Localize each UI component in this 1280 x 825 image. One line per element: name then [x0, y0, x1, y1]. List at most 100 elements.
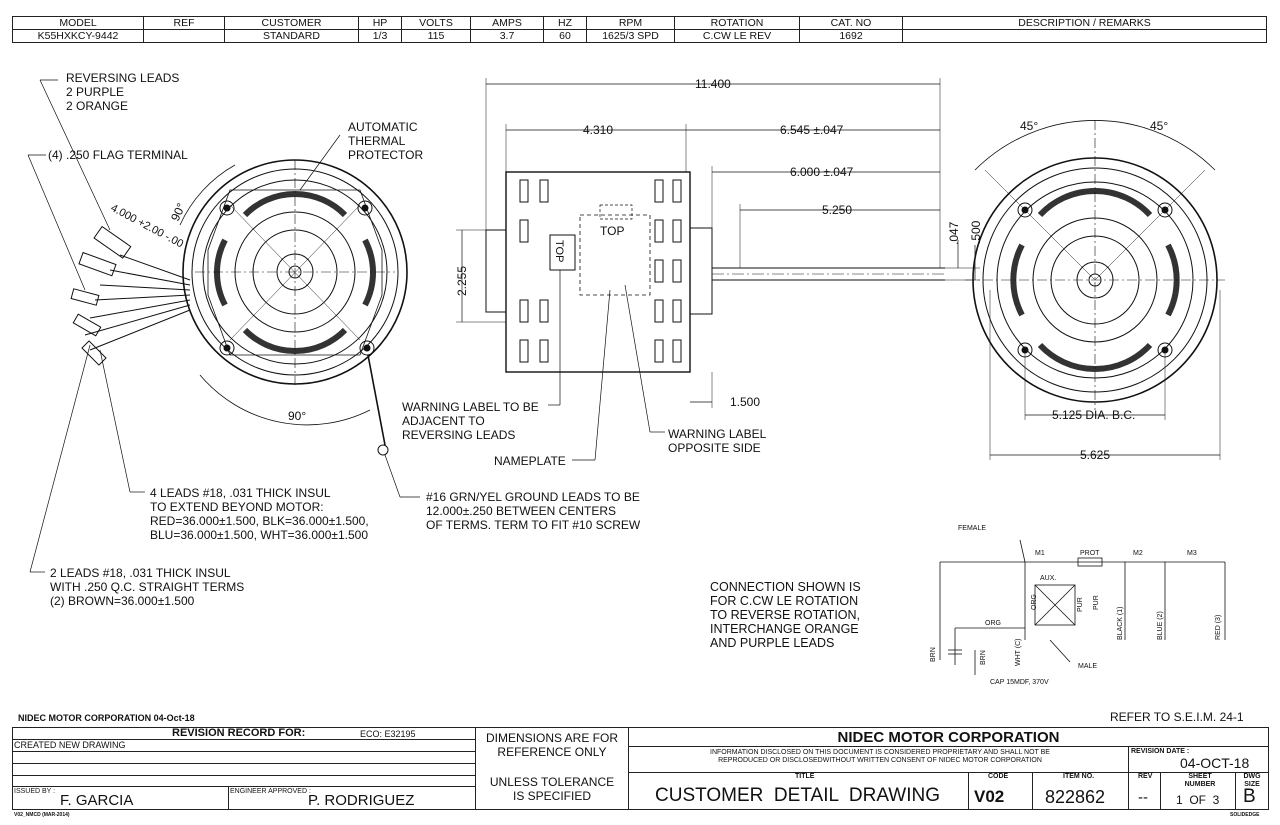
title-divider-3 [1128, 746, 1129, 810]
spec-customer: STANDARD [224, 29, 359, 43]
eco-number: ECO: E32195 [360, 729, 416, 739]
form-number: V02_NMCD (MAR-2014) [14, 812, 70, 818]
revision-date-label: REVISION DATE : [1131, 748, 1190, 755]
footer-refer: REFER TO S.E.I.M. 24-1 [1110, 710, 1244, 724]
footer-company-date: NIDEC MOTOR CORPORATION 04-Oct-18 [18, 713, 195, 723]
title-divider-4 [628, 772, 1269, 773]
note-warning-label: WARNING LABEL TO BE ADJACENT TO REVERSIN… [402, 400, 539, 442]
dim-overall: 11.400 [695, 77, 731, 91]
spec-catno: 1692 [799, 29, 903, 43]
side-view [456, 78, 980, 461]
note-nameplate: NAMEPLATE [494, 454, 566, 468]
note-two-leads: 2 LEADS #18, .031 THICK INSUL WITH .250 … [50, 566, 245, 608]
spec-model: K55HXKCY-9442 [12, 29, 144, 43]
revision-divider-2 [12, 751, 476, 752]
title-divider-6 [1032, 772, 1033, 810]
revision-created: CREATED NEW DRAWING [14, 740, 126, 750]
title-divider-8 [1235, 772, 1236, 810]
wire-cap: CAP 15MDF, 370V [990, 679, 1049, 686]
dwg-size: B [1243, 786, 1256, 807]
angle-45-left: 45° [1020, 119, 1038, 133]
dim-1500: 1.500 [730, 395, 760, 409]
spec-amps: 3.7 [470, 29, 544, 43]
wire-brn-2: BRN [980, 650, 987, 665]
left-end-view [27, 79, 420, 573]
revision-block [12, 727, 476, 810]
title-label: TITLE [795, 773, 815, 780]
note-reversing-leads: REVERSING LEADS 2 PURPLE 2 ORANGE [66, 71, 180, 113]
top-label-nameplate: TOP [600, 224, 624, 238]
engineer-label: ENGINEER APPROVED : [230, 788, 311, 795]
code-label: CODE [988, 773, 1009, 780]
code-value: V02 [974, 787, 1005, 806]
revision-divider-6 [228, 786, 229, 810]
wire-red: RED (3) [1215, 615, 1222, 640]
revision-divider-4 [12, 775, 476, 776]
title-divider-5 [968, 772, 969, 810]
wire-male: MALE [1078, 663, 1097, 670]
wire-org: ORG [985, 620, 1001, 627]
drawing-title: CUSTOMER DETAIL DRAWING [655, 785, 941, 806]
spec-rotation: C.CW LE REV [674, 29, 800, 43]
dim-6000: 6.000 ±.047 [790, 165, 854, 179]
dim-5625: 5.625 [1080, 448, 1110, 462]
company-name: NIDEC MOTOR CORPORATION [837, 729, 1060, 746]
angle-45-right: 45° [1150, 119, 1168, 133]
wire-aux: AUX. [1040, 575, 1056, 582]
issued-by-name: F. GARCIA [60, 792, 134, 809]
wire-m3: M3 [1187, 550, 1197, 557]
note-four-leads: 4 LEADS #18, .031 THICK INSUL TO EXTEND … [150, 486, 369, 542]
wire-blue: BLUE (2) [1157, 611, 1164, 640]
tolerance-note: UNLESS TOLERANCE IS SPECIFIED [489, 775, 615, 803]
revision-divider-1 [12, 739, 476, 740]
issued-by-label: ISSUED BY : [14, 788, 56, 795]
dim-047: .047 [947, 221, 961, 245]
dim-6545: 6.545 ±.047 [780, 123, 844, 137]
dim-2255: 2.255 [455, 266, 469, 296]
note-connection: CONNECTION SHOWN IS FOR C.CW LE ROTATION… [710, 580, 861, 650]
sheet-label: SHEET NUMBER [1184, 773, 1216, 788]
dim-5125: 5.125 DIA. B.C. [1052, 408, 1135, 422]
spec-volts: 115 [401, 29, 471, 43]
rev-value: -- [1138, 789, 1148, 806]
wire-prot: PROT [1080, 550, 1100, 557]
title-divider-2 [628, 746, 1269, 747]
wiring-diagram [939, 539, 1226, 675]
wire-m1: M1 [1035, 550, 1045, 557]
top-label-side: TOP [553, 240, 565, 262]
rev-label: REV [1138, 773, 1153, 780]
wire-m2: M2 [1133, 550, 1143, 557]
spec-header-row: MODEL REF CUSTOMER HP VOLTS AMPS HZ RPM … [12, 16, 1267, 30]
wire-pur-vertical-2: PUR [1093, 595, 1100, 610]
dims-reference-note: DIMENSIONS ARE FOR REFERENCE ONLY [485, 731, 619, 759]
dim-4310: 4.310 [583, 123, 613, 137]
wire-female: FEMALE [958, 525, 986, 532]
spec-description [902, 29, 1267, 43]
wire-org-vertical: ORG [1031, 594, 1038, 610]
proprietary-notice: INFORMATION DISCLOSED ON THIS DOCUMENT I… [710, 749, 1050, 764]
revision-date: 04-OCT-18 [1180, 755, 1250, 771]
title-divider-7 [1160, 772, 1161, 810]
angle-90-top: 90° [168, 201, 188, 224]
engineer-name: P. RODRIGUEZ [308, 792, 415, 809]
wire-pur-vertical: PUR [1077, 597, 1084, 612]
solidedge-mark: SOLIDEDGE [1230, 812, 1260, 818]
dim-5250: 5.250 [822, 203, 852, 217]
revision-divider-3 [12, 763, 476, 764]
item-number: 822862 [1045, 787, 1106, 807]
spec-value-row: K55HXKCY-9442 STANDARD 1/3 115 3.7 60 16… [12, 29, 1267, 43]
spec-rpm: 1625/3 SPD [586, 29, 675, 43]
title-divider-1 [628, 727, 629, 810]
revision-record-label: REVISION RECORD FOR: [172, 727, 306, 739]
spec-col-volts: VOLTS [401, 16, 471, 30]
wire-brn: BRN [930, 647, 937, 662]
wire-black: BLACK (1) [1117, 607, 1124, 640]
dim-500: .500 [969, 220, 983, 244]
revision-divider-5 [12, 786, 476, 787]
note-thermal-protector: AUTOMATIC THERMAL PROTECTOR [348, 120, 424, 162]
dwg-size-label: DWG SIZE [1243, 773, 1261, 788]
item-label: ITEM NO. [1063, 773, 1095, 780]
note-ground-leads: #16 GRN/YEL GROUND LEADS TO BE 12.000±.2… [426, 490, 641, 532]
motor-drawing: 11.400 4.310 6.545 ±.047 6.000 ±.047 5.2… [27, 77, 1226, 686]
note-flag-terminal: (4) .250 FLAG TERMINAL [48, 148, 188, 162]
